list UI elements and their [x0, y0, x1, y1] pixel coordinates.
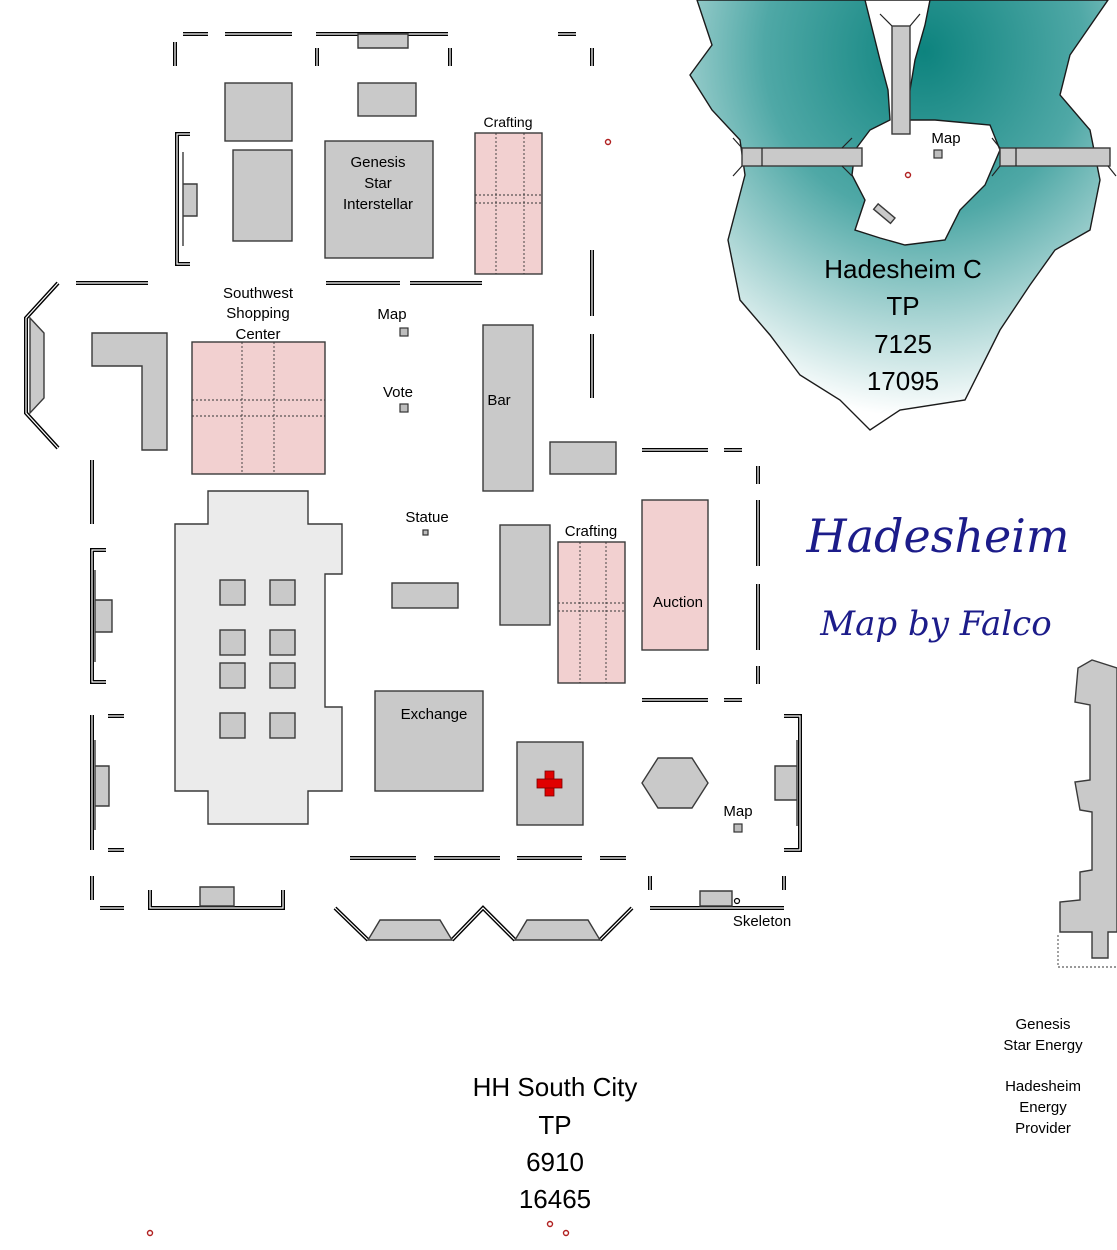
hh-south-city-name: HH South City	[473, 1072, 638, 1102]
genesis-star-interstellar-label-1: Genesis	[350, 154, 405, 171]
map-title: Hadesheim	[806, 509, 1070, 563]
central-hall-building	[174, 490, 343, 825]
skeleton-icon[interactable]	[733, 897, 741, 905]
crafting-north-label: Crafting	[483, 114, 532, 130]
genesis-star-energy-label-1: Genesis	[1015, 1016, 1070, 1033]
map-center-label: Map	[377, 306, 406, 323]
crafting-south-building	[557, 541, 626, 684]
hexagon-building	[641, 757, 709, 809]
gatehouses	[29, 33, 798, 941]
southwest-shopping-center-label-3: Center	[235, 326, 280, 343]
genesis-star-energy-label-2: Star Energy	[1003, 1037, 1083, 1054]
map-terminal-icon[interactable]	[933, 149, 943, 159]
hh-south-city-y: 16465	[519, 1184, 591, 1214]
map-southeast-label: Map	[723, 803, 752, 820]
poi-ring-icon[interactable]	[904, 171, 912, 179]
exchange-label: Exchange	[401, 706, 468, 723]
auction-label: Auction	[653, 594, 703, 611]
genesis-star-interstellar-building	[324, 140, 434, 259]
hadesheim-c-x: 7125	[874, 329, 932, 359]
buildings	[91, 82, 709, 826]
southwest-shopping-center-building	[191, 341, 326, 475]
hh-south-city-x: 6910	[526, 1147, 584, 1177]
crafting-north-building	[474, 132, 543, 275]
east-building	[1057, 659, 1117, 968]
poi-ring-icon[interactable]	[562, 1229, 570, 1237]
statue-label: Statue	[405, 509, 448, 526]
southwest-shopping-center-label-1: Southwest	[223, 285, 294, 302]
hadesheim-energy-provider-label-2: Energy	[1019, 1099, 1067, 1116]
crafting-south-label: Crafting	[565, 523, 618, 540]
genesis-star-interstellar-label-2: Star	[364, 175, 392, 192]
vote-terminal-icon[interactable]	[399, 403, 409, 413]
map-terminal-icon[interactable]	[733, 823, 743, 833]
vote-label: Vote	[383, 384, 413, 401]
lake-area	[689, 0, 1117, 431]
city-walls	[24, 32, 802, 942]
statue-icon[interactable]	[422, 529, 429, 536]
map-terminal-icon[interactable]	[399, 327, 409, 337]
hadesheim-energy-provider-label-1: Hadesheim	[1005, 1078, 1081, 1095]
auction-building	[641, 499, 709, 651]
exchange-building	[374, 690, 484, 792]
hh-south-city-type: TP	[538, 1110, 571, 1140]
map-subtitle: Map by Falco	[819, 604, 1051, 644]
hadesheim-energy-provider-label-3: Provider	[1015, 1120, 1071, 1137]
poi-ring-icon[interactable]	[604, 138, 612, 146]
hadesheim-c-name: Hadesheim C	[824, 254, 982, 284]
skeleton-label: Skeleton	[733, 913, 791, 930]
poi-ring-icon[interactable]	[146, 1229, 154, 1237]
bar-label: Bar	[487, 392, 510, 409]
red-cross-icon	[536, 770, 563, 797]
hadesheim-c-type: TP	[886, 291, 919, 321]
bar-building	[482, 324, 534, 492]
southwest-shopping-center-label-2: Shopping	[226, 305, 289, 322]
hadesheim-c-y: 17095	[867, 366, 939, 396]
poi-ring-icon[interactable]	[546, 1220, 554, 1228]
genesis-star-interstellar-label-3: Interstellar	[343, 196, 413, 213]
map-island-label: Map	[931, 130, 960, 147]
